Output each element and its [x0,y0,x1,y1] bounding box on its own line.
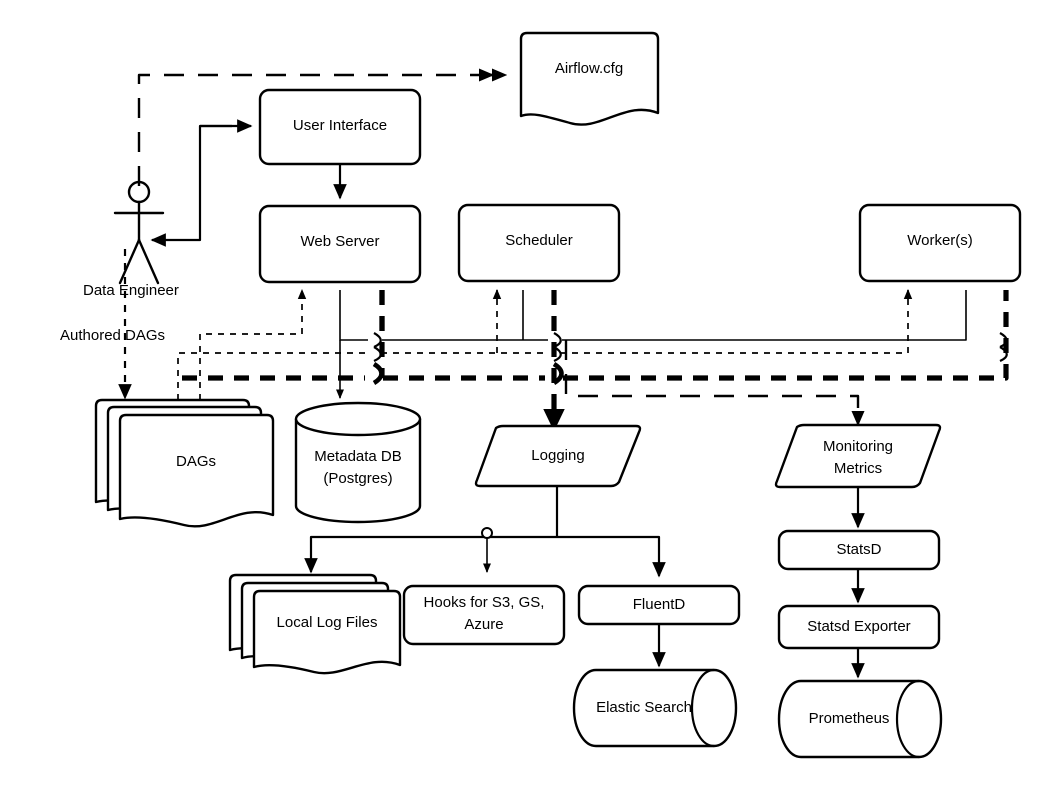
node-label-statsd: StatsD [836,541,881,558]
node-airflow-cfg[interactable]: Airflow.cfg [519,31,660,126]
node-label-metadata-db: Metadata DB [314,448,402,465]
node-label-monitoring-metrics-sub: Metrics [834,460,882,477]
node-label-fluentd: FluentD [633,596,686,613]
label-authored-dags: Authored DAGs [60,327,165,344]
node-monitoring-metrics[interactable]: Monitoring Metrics [774,423,942,489]
node-logging[interactable]: Logging [474,424,642,488]
node-user-interface[interactable]: User Interface [258,88,422,166]
node-hooks[interactable]: Hooks for S3, GS, Azure [402,584,566,646]
node-label-workers: Worker(s) [907,232,973,249]
node-label-logging: Logging [531,447,584,464]
node-label-airflow-cfg: Airflow.cfg [555,60,623,77]
node-prometheus[interactable]: Prometheus [777,679,943,759]
node-label-web-server: Web Server [301,233,380,250]
node-web-server[interactable]: Web Server [258,204,422,284]
node-label-scheduler: Scheduler [505,232,573,249]
node-fluentd[interactable]: FluentD [577,584,741,626]
node-local-log-files[interactable]: Local Log Files [228,573,402,675]
node-statsd[interactable]: StatsD [777,529,941,571]
node-label-hooks-sub: Azure [464,616,503,633]
node-label-elastic-search: Elastic Search [596,699,692,716]
node-label-dags: DAGs [176,453,216,470]
edge-engineer-to-config [137,68,508,186]
node-dags[interactable]: DAGs [94,398,275,528]
node-label-hooks: Hooks for S3, GS, [424,594,545,611]
edge-logging-children [304,486,666,578]
edge-metadata-bus-solid [335,290,967,399]
node-statsd-exporter[interactable]: Statsd Exporter [777,604,941,650]
node-metadata-db[interactable]: Metadata DB (Postgres) [294,401,422,524]
node-scheduler[interactable]: Scheduler [457,203,621,283]
actor-data-engineer[interactable] [113,180,165,285]
node-elastic-search[interactable]: Elastic Search [572,668,738,748]
node-label-local-log-files: Local Log Files [277,614,378,631]
edge-webserver-to-engineer [150,124,232,247]
node-workers[interactable]: Worker(s) [858,203,1022,283]
edge-logging-bus-bold [182,290,1009,432]
node-label-statsd-exporter: Statsd Exporter [807,618,910,635]
node-label-metadata-db-sub: (Postgres) [323,470,392,487]
edge-dags-bus-dotted [177,288,913,412]
label-data-engineer: Data Engineer [83,282,179,299]
node-label-prometheus: Prometheus [809,710,890,727]
edge-dags-to-webserver [199,288,307,412]
line-jump-marks [372,332,1008,385]
node-label-user-interface: User Interface [293,117,387,134]
node-label-monitoring-metrics: Monitoring [823,438,893,455]
